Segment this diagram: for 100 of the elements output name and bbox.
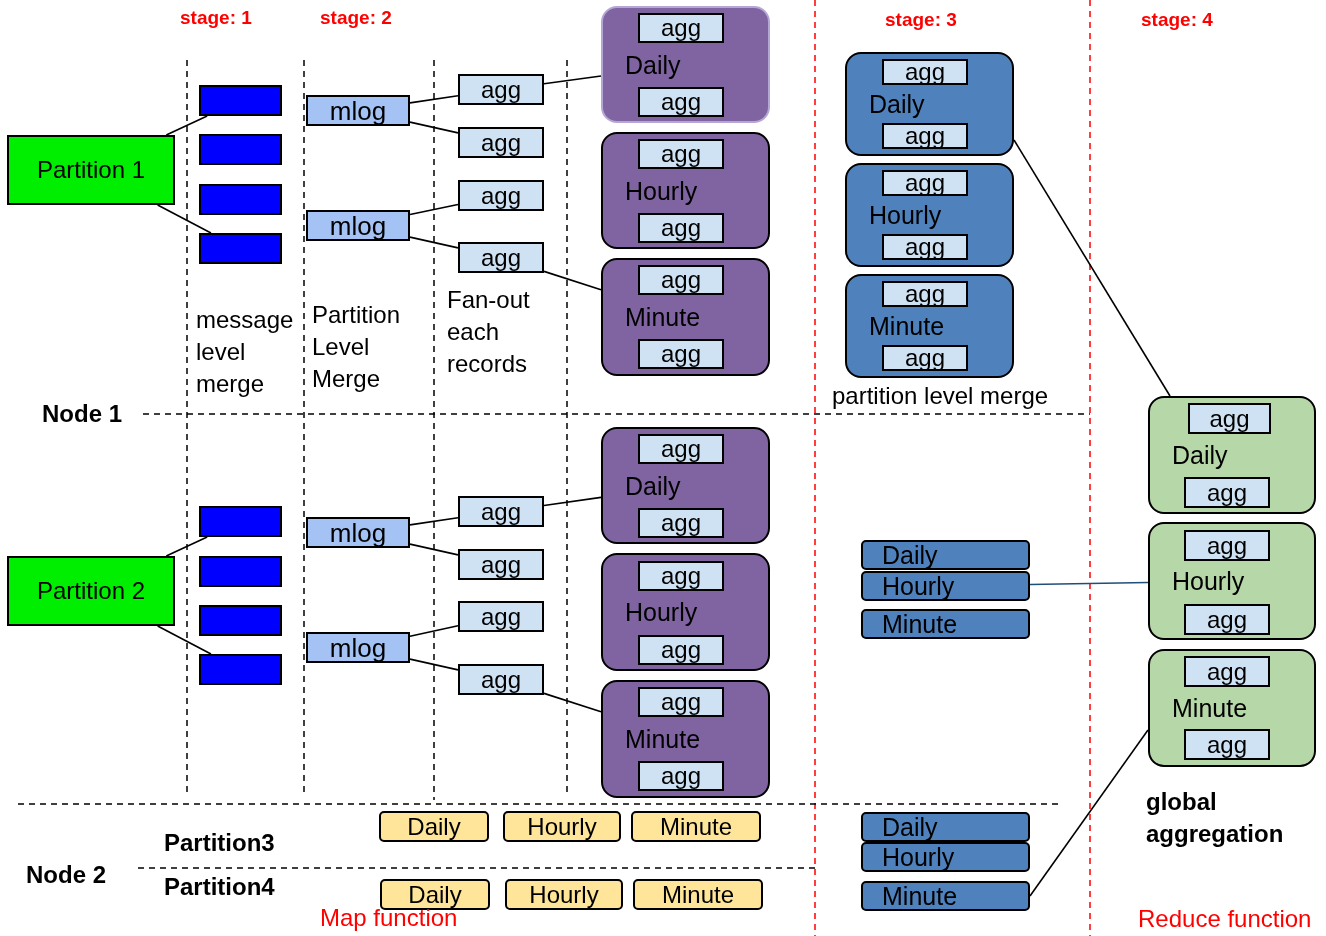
note-text: Fan-out each records: [447, 285, 531, 379]
connector-line: [156, 204, 212, 234]
merge-group: [845, 274, 1014, 378]
connector-line: [543, 496, 602, 507]
connector-line: [409, 658, 459, 671]
mlog-box: mlog: [306, 632, 410, 663]
record-block: [199, 233, 282, 264]
agg-box: agg: [1184, 656, 1270, 687]
agg-box: agg: [1184, 530, 1270, 561]
agg-box: agg: [638, 139, 724, 169]
connector-line: [1029, 729, 1149, 897]
agg-box: agg: [638, 761, 724, 791]
node-label: Node 1: [42, 399, 123, 429]
record-block: [199, 556, 282, 587]
connector-line: [409, 121, 459, 134]
agg-box: agg: [638, 561, 724, 591]
bucket-bar: Minute: [861, 609, 1030, 639]
record-block: [199, 605, 282, 636]
bucket-group: [601, 132, 770, 249]
connector-line: [156, 625, 212, 655]
bucket-bar: Daily: [861, 812, 1030, 842]
group-title: Minute: [625, 726, 701, 752]
stage-label: stage: 4: [1141, 8, 1214, 32]
connector-line: [543, 692, 602, 713]
bucket-bar: Hourly: [861, 571, 1030, 601]
connector-line: [543, 75, 602, 85]
agg-box: agg: [1184, 477, 1270, 508]
note-text: Partition Level Merge: [312, 300, 402, 394]
record-block: [199, 85, 282, 116]
partition-label: Partition4: [164, 872, 276, 902]
connector-line: [409, 625, 459, 638]
group-title: Daily: [1172, 442, 1228, 468]
note-text: global aggregation: [1146, 787, 1285, 849]
group-title: Hourly: [869, 202, 942, 228]
record-block: [199, 134, 282, 165]
connector-line: [409, 236, 459, 249]
partition-box: Partition 1: [7, 135, 175, 205]
agg-box: agg: [458, 127, 544, 158]
agg-box: agg: [1184, 729, 1270, 760]
bucket-group: [601, 258, 770, 376]
connector-line: [409, 95, 459, 104]
bucket-group: [601, 427, 770, 544]
global-group: [1148, 396, 1316, 514]
bucket-group: [601, 6, 770, 123]
stage-label: stage: 2: [320, 6, 393, 30]
note-text: partition level merge: [832, 381, 1050, 411]
note-text: message level merge: [196, 305, 295, 399]
partition-label: Partition3: [164, 828, 276, 858]
agg-box: agg: [1188, 403, 1271, 434]
bucket-bar: Daily: [861, 540, 1030, 570]
connector-line: [543, 270, 602, 291]
group-title: Hourly: [1172, 568, 1245, 594]
group-title: Minute: [1172, 695, 1248, 721]
record-block: [199, 184, 282, 215]
stage-label: stage: 1: [180, 6, 253, 30]
bucket-group: [601, 553, 770, 671]
connector-line: [1013, 139, 1171, 397]
group-title: Minute: [869, 313, 945, 339]
merge-group: [845, 163, 1014, 267]
group-title: Minute: [625, 304, 701, 330]
group-title: Daily: [625, 52, 681, 77]
agg-box: agg: [458, 180, 544, 211]
agg-box: agg: [638, 213, 724, 243]
function-label: Reduce function: [1138, 904, 1313, 934]
connector-line: [409, 517, 459, 526]
agg-box: agg: [458, 74, 544, 105]
agg-box: agg: [458, 601, 544, 632]
bucket-tag: Daily: [380, 879, 490, 910]
agg-box: agg: [638, 434, 724, 464]
node-label: Node 2: [26, 860, 107, 890]
agg-box: agg: [458, 496, 544, 527]
connector-line: [1029, 581, 1149, 586]
agg-box: agg: [638, 339, 724, 369]
group-title: Daily: [869, 91, 925, 117]
agg-box: agg: [458, 242, 544, 273]
group-title: Daily: [625, 473, 681, 498]
agg-box: agg: [638, 87, 724, 117]
group-title: Hourly: [625, 178, 698, 203]
agg-box: agg: [638, 13, 724, 43]
connector-line: [165, 115, 208, 136]
record-block: [199, 654, 282, 685]
bucket-tag: Hourly: [503, 811, 621, 842]
bucket-tag: Daily: [379, 811, 489, 842]
mlog-box: mlog: [306, 95, 410, 126]
agg-box: agg: [1184, 604, 1270, 635]
bucket-tag: Minute: [633, 879, 763, 910]
agg-box: agg: [638, 265, 724, 295]
bucket-bar: Hourly: [861, 842, 1030, 872]
global-group: [1148, 649, 1316, 767]
mlog-box: mlog: [306, 210, 410, 241]
bucket-group: [601, 680, 770, 798]
merge-group: [845, 52, 1014, 156]
global-group: [1148, 522, 1316, 640]
group-title: Hourly: [625, 599, 698, 625]
agg-box: agg: [458, 664, 544, 695]
mlog-box: mlog: [306, 517, 410, 548]
agg-box: agg: [638, 687, 724, 717]
agg-box: agg: [638, 635, 724, 665]
agg-box: agg: [638, 508, 724, 538]
connector-line: [409, 543, 459, 556]
